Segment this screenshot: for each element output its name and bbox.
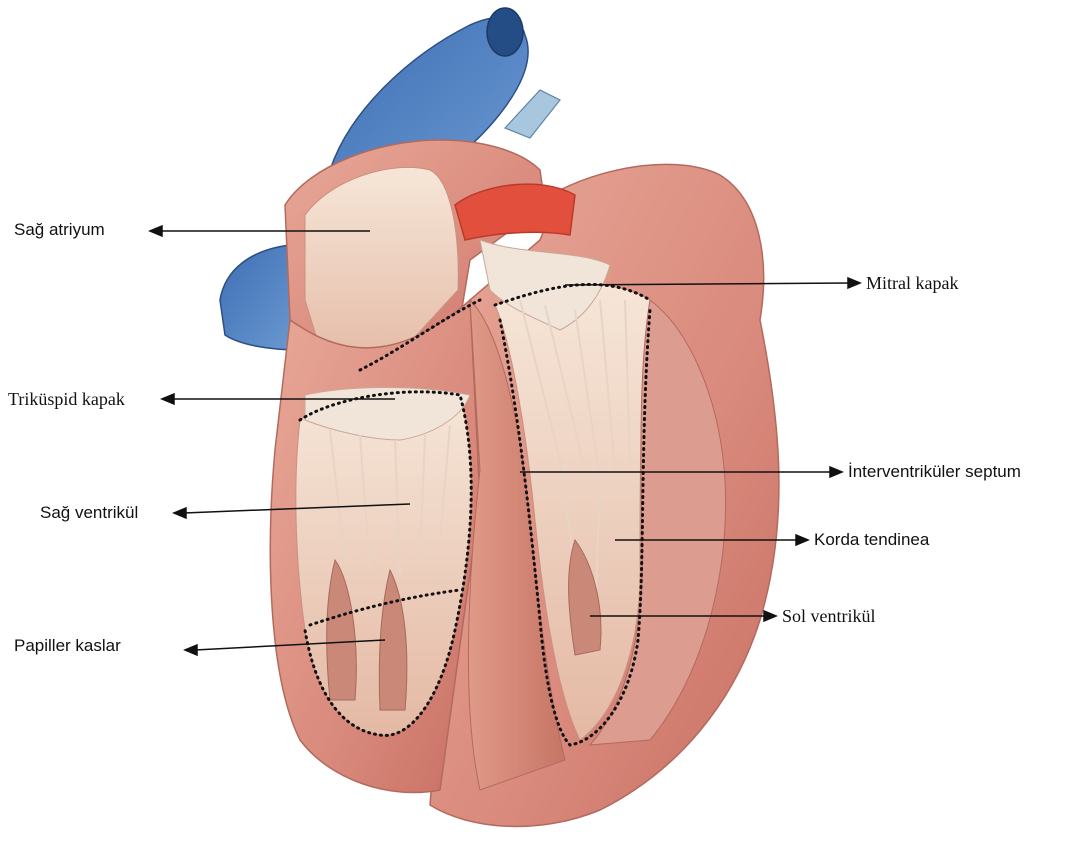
label-interventricular-septum: İnterventriküler septum <box>848 463 1021 480</box>
label-left-ventricle: Sol ventrikül <box>782 607 876 625</box>
pulmonary-vessel <box>505 90 560 138</box>
vena-cava-opening <box>487 8 523 56</box>
label-chordae-tendineae: Korda tendinea <box>814 531 929 548</box>
label-papillary-muscles: Papiller kaslar <box>14 637 121 654</box>
label-right-ventricle: Sağ ventrikül <box>40 504 138 521</box>
label-tricuspid-valve: Triküspid kapak <box>8 390 125 408</box>
label-mitral-valve: Mitral kapak <box>866 274 958 292</box>
label-right-atrium: Sağ atriyum <box>14 221 105 238</box>
